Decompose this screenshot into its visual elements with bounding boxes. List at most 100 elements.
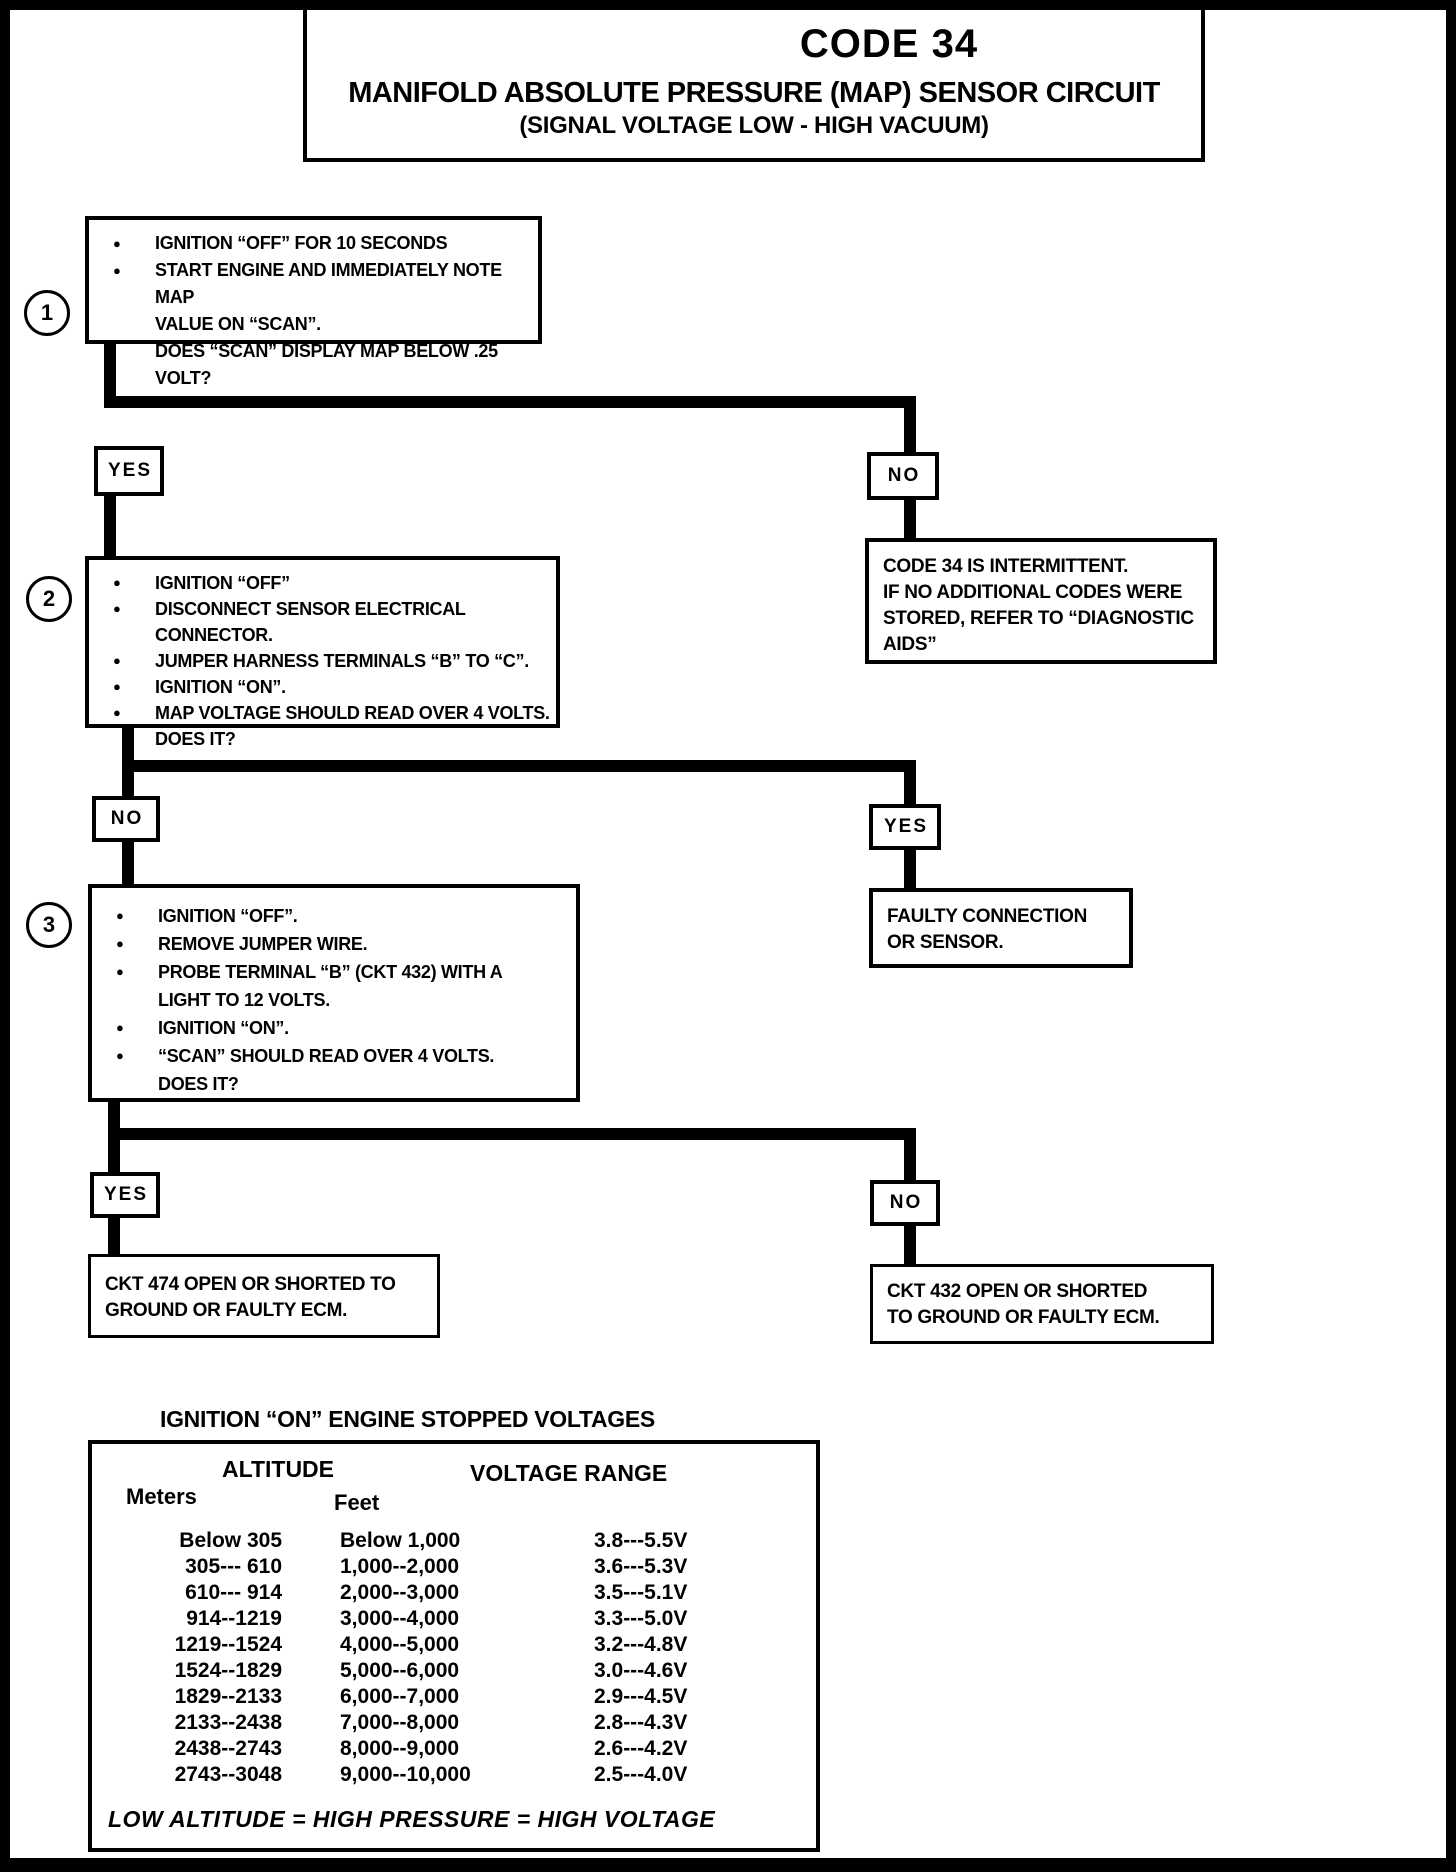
step2-instruction: ● IGNITION “ON”.	[109, 674, 550, 700]
step2-box: ● IGNITION “OFF” ● DISCONNECT SENSOR ELE…	[85, 556, 560, 749]
step3-question: DOES IT?	[158, 1074, 239, 1094]
bullet-icon: ●	[113, 263, 121, 278]
yes-text: YES	[107, 460, 153, 481]
step3-bullet-5: “SCAN” SHOULD READ OVER 4 VOLTS.	[158, 1046, 495, 1066]
step2-number: 2	[42, 586, 56, 611]
meters-header: Meters	[126, 1484, 197, 1509]
connector-line	[904, 1226, 916, 1266]
feet-cell: 8,000--9,000	[340, 1737, 460, 1760]
step2-instruction: ● DISCONNECT SENSOR ELECTRICAL CONNECTOR…	[109, 596, 550, 648]
connector-line	[104, 344, 116, 404]
feet-cell: 1,000--2,000	[340, 1555, 460, 1578]
table-row: Below 305 Below 1,000 3.8---5.5V	[92, 1528, 816, 1554]
meters-cell: Below 305	[179, 1529, 282, 1552]
voltage-table-title: IGNITION “ON” ENGINE STOPPED VOLTAGES	[160, 1406, 655, 1432]
voltage-cell: 3.0---4.6V	[594, 1659, 688, 1682]
voltage-cell: 3.2---4.8V	[594, 1633, 688, 1656]
bullet-icon: ●	[113, 236, 121, 251]
step2-number-badge: 2	[26, 576, 72, 622]
step3-instruction: ● REMOVE JUMPER WIRE.	[112, 930, 570, 958]
feet-cell: 3,000--4,000	[340, 1607, 460, 1630]
connector-line	[104, 396, 916, 408]
table-row: 1219--1524 4,000--5,000 3.2---4.8V	[92, 1632, 816, 1658]
step3-box: ● IGNITION “OFF”. ● REMOVE JUMPER WIRE. …	[88, 884, 580, 1102]
code-title: CODE 34	[799, 22, 979, 66]
connector-line	[104, 496, 116, 558]
table-row: 2133--2438 7,000--8,000 2.8---4.3V	[92, 1710, 816, 1736]
voltage-table-rows: Below 305 Below 1,000 3.8---5.5V 305--- …	[92, 1528, 816, 1788]
meters-cell: 2133--2438	[174, 1711, 282, 1734]
connector-line	[904, 500, 916, 540]
bullet-icon: ●	[116, 936, 124, 951]
step2-bullet-3: JUMPER HARNESS TERMINALS “B” TO “C”.	[155, 651, 529, 671]
step3-bullet-2: REMOVE JUMPER WIRE.	[158, 934, 368, 954]
voltage-cell: 3.3---5.0V	[594, 1607, 688, 1630]
step1-box: ● IGNITION “OFF” FOR 10 SECONDS ● START …	[85, 216, 542, 388]
meters-cell: 914--1219	[186, 1607, 282, 1630]
branch2-yes-label: YES	[869, 804, 941, 850]
bullet-icon: ●	[113, 601, 121, 616]
table-row: 2438--2743 8,000--9,000 2.6---4.2V	[92, 1736, 816, 1762]
altitude-header: ALTITUDE	[222, 1456, 335, 1482]
step2-instruction: ● IGNITION “OFF”	[109, 570, 550, 596]
yes-text: YES	[103, 1184, 149, 1205]
meters-cell: 305--- 610	[185, 1555, 282, 1578]
bullet-icon: ●	[116, 1048, 124, 1063]
step3-bullet-4: IGNITION “ON”.	[158, 1018, 289, 1038]
no-text: NO	[887, 465, 921, 486]
meters-cell: 2438--2743	[174, 1737, 282, 1760]
step3-question-row: DOES IT?	[112, 1070, 570, 1098]
table-row: 1524--1829 5,000--6,000 3.0---4.6V	[92, 1658, 816, 1684]
step1-bullet-2: START ENGINE AND IMMEDIATELY NOTE MAP VA…	[155, 260, 502, 334]
feet-cell: 6,000--7,000	[340, 1685, 460, 1708]
meters-cell: 1829--2133	[174, 1685, 282, 1708]
result-ckt474-box: CKT 474 OPEN OR SHORTED TO GROUND OR FAU…	[88, 1254, 440, 1338]
bullet-icon: ●	[116, 1020, 124, 1035]
voltage-table: ALTITUDE VOLTAGE RANGE Meters Feet Below…	[88, 1440, 820, 1852]
step1-bullet-1: IGNITION “OFF” FOR 10 SECONDS	[155, 233, 448, 253]
step3-number: 3	[42, 912, 56, 937]
branch2-no-label: NO	[92, 796, 160, 842]
connector-line	[904, 850, 916, 890]
step3-instruction: ● IGNITION “ON”.	[112, 1014, 570, 1042]
feet-cell: Below 1,000	[340, 1529, 461, 1552]
voltage-cell: 3.8---5.5V	[594, 1529, 688, 1552]
no-text: NO	[889, 1192, 923, 1213]
table-row: 1829--2133 6,000--7,000 2.9---4.5V	[92, 1684, 816, 1710]
voltage-range-header: VOLTAGE RANGE	[470, 1460, 668, 1486]
connector-line	[108, 1218, 120, 1256]
branch3-yes-label: YES	[90, 1172, 160, 1218]
bullet-icon: ●	[116, 908, 124, 923]
step2-question-row: DOES IT?	[109, 726, 550, 752]
table-row: 914--1219 3,000--4,000 3.3---5.0V	[92, 1606, 816, 1632]
meters-cell: 610--- 914	[185, 1581, 282, 1604]
branch1-no-label: NO	[867, 452, 939, 500]
step1-instruction: ● IGNITION “OFF” FOR 10 SECONDS	[109, 230, 532, 257]
result-ckt432-box: CKT 432 OPEN OR SHORTED TO GROUND OR FAU…	[870, 1264, 1214, 1344]
step1-number-badge: 1	[24, 290, 70, 336]
voltage-cell: 2.6---4.2V	[594, 1737, 688, 1760]
step3-bullet-1: IGNITION “OFF”.	[158, 906, 298, 926]
connector-line	[122, 842, 134, 884]
bullet-icon: ●	[113, 679, 121, 694]
meters-cell: 2743--3048	[174, 1763, 282, 1786]
step3-number-badge: 3	[26, 902, 72, 948]
branch3-no-label: NO	[870, 1180, 940, 1226]
result-faulty-connection-box: FAULTY CONNECTION OR SENSOR.	[869, 888, 1133, 968]
yes-text: YES	[883, 816, 929, 837]
voltage-cell: 2.8---4.3V	[594, 1711, 688, 1734]
step2-instruction: ● JUMPER HARNESS TERMINALS “B” TO “C”.	[109, 648, 550, 674]
step1-question-row: DOES “SCAN” DISPLAY MAP BELOW .25 VOLT?	[109, 338, 532, 392]
title-line2: (SIGNAL VOLTAGE LOW - HIGH VACUUM)	[519, 112, 989, 139]
step1-number: 1	[40, 300, 54, 325]
step3-instruction: ● IGNITION “OFF”.	[112, 902, 570, 930]
table-footer-note: LOW ALTITUDE = HIGH PRESSURE = HIGH VOLT…	[108, 1806, 716, 1832]
feet-cell: 9,000--10,000	[340, 1763, 471, 1786]
result-intermittent-box: CODE 34 IS INTERMITTENT. IF NO ADDITIONA…	[865, 538, 1217, 664]
step2-question: DOES IT?	[155, 729, 236, 749]
voltage-cell: 3.6---5.3V	[594, 1555, 688, 1578]
step1-instruction: ● START ENGINE AND IMMEDIATELY NOTE MAP …	[109, 257, 532, 338]
voltage-cell: 2.5---4.0V	[594, 1763, 688, 1786]
step2-bullet-2: DISCONNECT SENSOR ELECTRICAL CONNECTOR.	[155, 599, 466, 645]
